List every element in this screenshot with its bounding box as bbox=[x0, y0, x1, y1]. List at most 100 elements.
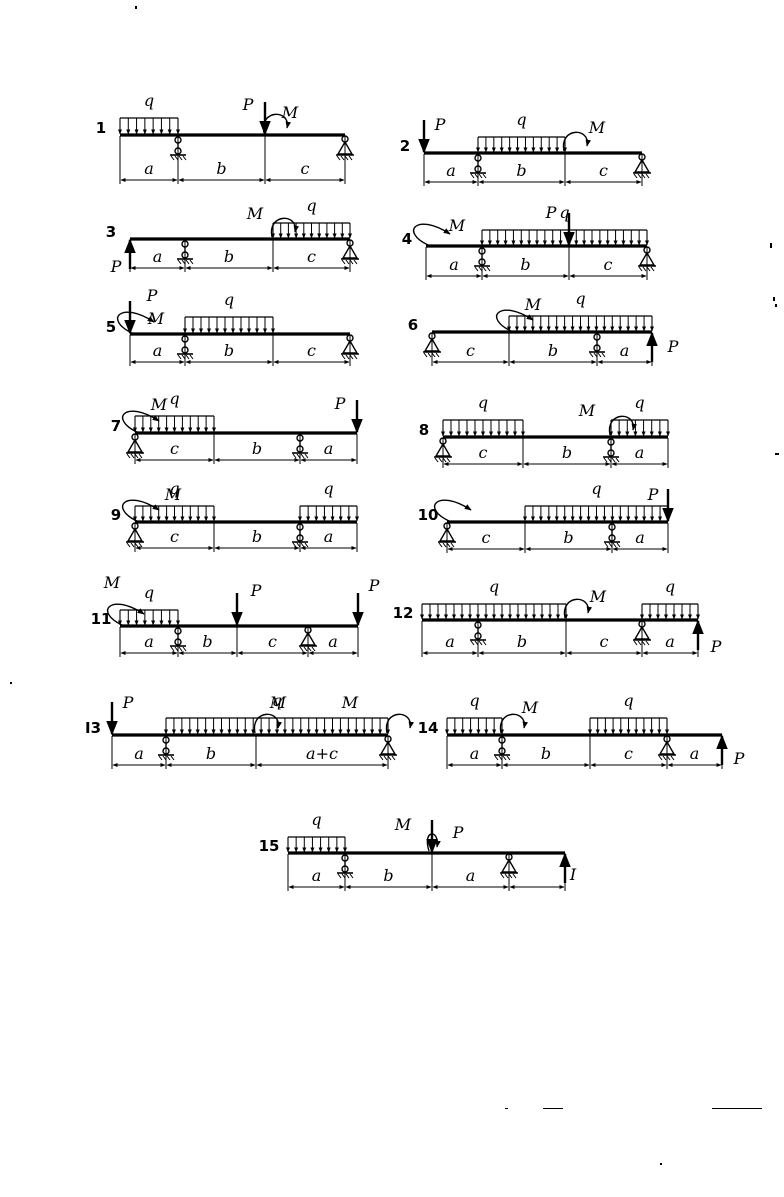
support-hatch bbox=[349, 873, 354, 879]
support-hatch bbox=[126, 453, 131, 459]
support-hatch bbox=[341, 354, 346, 360]
segment-length-label: b bbox=[206, 744, 216, 763]
support-hatch bbox=[637, 173, 642, 179]
segment-length-label: a bbox=[312, 866, 322, 885]
force-p-label: P bbox=[146, 286, 158, 305]
support-hatch bbox=[603, 457, 608, 463]
support-hatch bbox=[478, 640, 483, 646]
load-q-label: q bbox=[224, 290, 234, 309]
support-hatch bbox=[300, 453, 305, 459]
load-q-label: q bbox=[591, 479, 601, 498]
support-hatch bbox=[391, 755, 396, 761]
moment-arc bbox=[562, 131, 592, 152]
diagram-number: 3 bbox=[106, 223, 116, 241]
support-hatch bbox=[642, 266, 647, 272]
support-hatch bbox=[178, 155, 183, 161]
support-hatch bbox=[138, 453, 143, 459]
support-hatch bbox=[304, 542, 309, 548]
support-hatch bbox=[177, 354, 182, 360]
moment-m-label: M bbox=[164, 485, 182, 504]
moment-m-label: M bbox=[589, 587, 607, 606]
moment-m-label: M bbox=[448, 216, 466, 235]
support-hatch bbox=[637, 640, 642, 646]
segment-length-label: b bbox=[541, 744, 551, 763]
support-hatch bbox=[438, 542, 443, 548]
segment-length-label: a bbox=[324, 439, 334, 458]
support-hatch bbox=[379, 755, 384, 761]
moment-m-label: M bbox=[521, 698, 539, 717]
segment-length-label: a bbox=[134, 744, 144, 763]
segment-length-label: a bbox=[470, 744, 480, 763]
moment-arc bbox=[499, 713, 529, 734]
support-hatch bbox=[185, 259, 190, 265]
support-hatch bbox=[470, 640, 475, 646]
force-p-label: P bbox=[647, 485, 659, 504]
support-hatch bbox=[130, 453, 135, 459]
force-p-label: P bbox=[334, 394, 346, 413]
support-hatch bbox=[182, 646, 187, 652]
support-hatch bbox=[658, 755, 663, 761]
support-hatch bbox=[450, 542, 455, 548]
load-q-label: q bbox=[306, 196, 316, 215]
segment-length-label: a bbox=[446, 161, 456, 180]
load-q-label: q bbox=[169, 479, 179, 498]
support-hatch bbox=[482, 640, 487, 646]
segment-length-label: a bbox=[690, 744, 700, 763]
load-q-label: q bbox=[489, 577, 499, 596]
segment-length-label: a bbox=[635, 528, 645, 547]
support-hatch bbox=[341, 259, 346, 265]
support-hatch bbox=[170, 646, 175, 652]
load-q-label: q bbox=[559, 203, 569, 222]
diagram-number: 10 bbox=[418, 506, 439, 524]
diagram-number: 9 bbox=[111, 506, 121, 524]
segment-length-label: a bbox=[665, 632, 675, 651]
moment-arc bbox=[385, 713, 415, 734]
moment-m-label: M bbox=[281, 103, 299, 122]
support-hatch bbox=[423, 352, 428, 358]
segment-length-label: c bbox=[307, 341, 316, 360]
moment-m-label: M bbox=[150, 395, 168, 414]
support-hatch bbox=[601, 352, 606, 358]
support-hatch bbox=[506, 755, 511, 761]
support-hatch bbox=[486, 266, 491, 272]
segment-length-label: a bbox=[144, 632, 154, 651]
load-q-label: q bbox=[469, 691, 479, 710]
support-hatch bbox=[670, 755, 675, 761]
moment-m-label: M bbox=[341, 693, 359, 712]
support-hatch bbox=[482, 173, 487, 179]
support-hatch bbox=[446, 457, 451, 463]
support-hatch bbox=[383, 755, 388, 761]
support-hatch bbox=[337, 873, 342, 879]
diagram-number: 5 bbox=[106, 318, 116, 336]
segment-length-label: b bbox=[383, 866, 393, 885]
load-q-label: q bbox=[665, 577, 675, 596]
load-q-label: q bbox=[311, 810, 321, 829]
support-hatch bbox=[616, 542, 621, 548]
segment-length-label: c bbox=[482, 528, 491, 547]
moment-m-label: M bbox=[147, 309, 165, 328]
load-q-label: q bbox=[623, 691, 633, 710]
support-hatch bbox=[645, 640, 650, 646]
load-q-label: q bbox=[634, 393, 644, 412]
segment-length-label: b bbox=[252, 439, 262, 458]
support-hatch bbox=[504, 873, 509, 879]
moment-m-label: M bbox=[269, 693, 287, 712]
force-p-label: P bbox=[434, 115, 446, 134]
force-p-label: P bbox=[242, 95, 254, 114]
segment-length-label: b bbox=[252, 527, 262, 546]
segment-length-label: b bbox=[563, 528, 573, 547]
diagram-number: 1 bbox=[96, 119, 106, 137]
segment-length-label: a+c bbox=[306, 744, 338, 763]
support-hatch bbox=[178, 646, 183, 652]
segment-length-label: a bbox=[449, 255, 459, 274]
force-p-label: P bbox=[368, 576, 380, 595]
support-hatch bbox=[304, 453, 309, 459]
segment-length-label: b bbox=[516, 161, 526, 180]
support-hatch bbox=[435, 352, 440, 358]
support-hatch bbox=[662, 755, 667, 761]
